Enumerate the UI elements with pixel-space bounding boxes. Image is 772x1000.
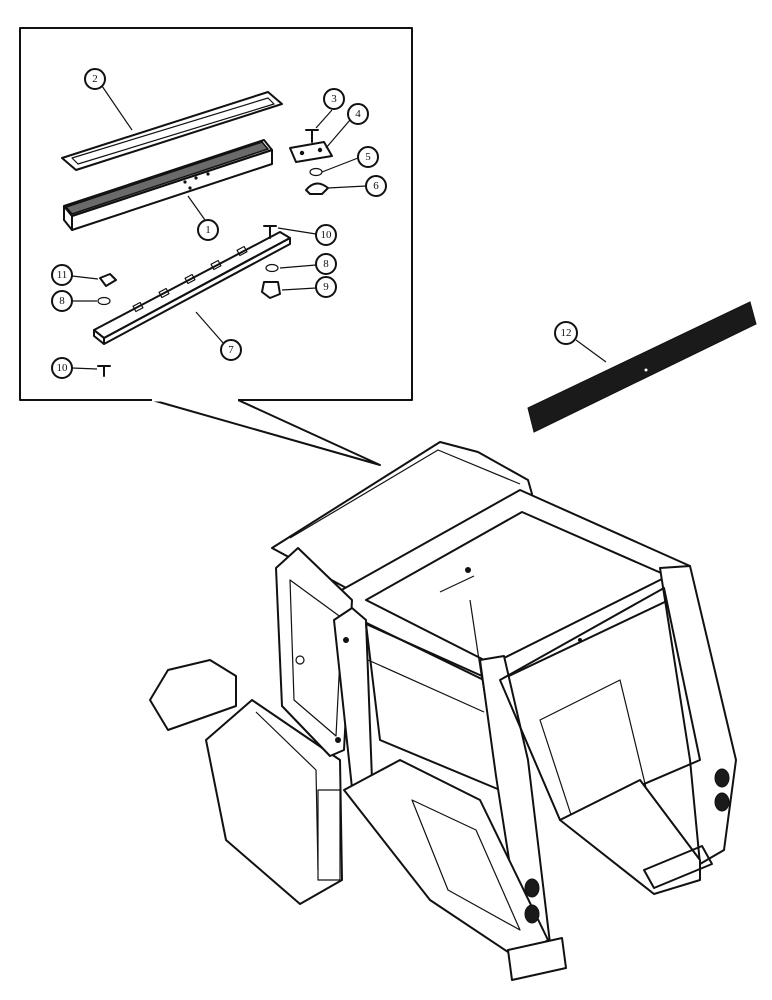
- callout-5: 5: [365, 151, 371, 163]
- rail-top: [93, 231, 291, 339]
- left-door-frame: [275, 547, 353, 757]
- callouts: 2 1 3 4 5 6 10 8 9 11 8 7: [51, 68, 387, 379]
- inset-frame: [19, 27, 413, 466]
- mounting-rail-part: [93, 231, 291, 345]
- callout-10-upper-circle: [315, 224, 337, 246]
- callout-12-circle: [554, 321, 578, 345]
- seal-strip: [527, 301, 757, 433]
- rear-right-lower-lamp: [714, 792, 730, 812]
- front-right-lower-lamp: [524, 904, 540, 924]
- front-lower-body: [343, 759, 549, 961]
- callout-1: 1: [205, 224, 211, 236]
- callout-8-right-circle: [315, 253, 337, 275]
- washer-5: [309, 167, 323, 177]
- callout-8-left-circle: [51, 290, 73, 312]
- clip-9: [261, 281, 281, 299]
- callout-9-circle: [315, 276, 337, 298]
- callout-12: 12: [561, 327, 572, 339]
- callout-8-right: 8: [323, 258, 329, 270]
- washer-8-right: [265, 263, 279, 273]
- callout-2-circle: [84, 68, 106, 90]
- callout-8-left: 8: [59, 295, 65, 307]
- callout-6-circle: [365, 175, 387, 197]
- filter-pleats: [64, 141, 270, 215]
- callout-7: 7: [228, 344, 234, 356]
- cab-assembly: [149, 441, 737, 981]
- callout-10-lower-circle: [51, 357, 73, 379]
- filter-front-face: [71, 149, 273, 231]
- nut-11: [99, 273, 117, 287]
- gasket-outline: [61, 91, 283, 171]
- screw-10-upper: [263, 225, 277, 239]
- callout-4-circle: [347, 103, 369, 125]
- left-side-panel: [205, 699, 343, 905]
- callout-11-circle: [51, 264, 73, 286]
- front-left-pillar: [333, 607, 373, 789]
- callout-11: 11: [57, 269, 68, 281]
- callout-9: 9: [323, 281, 329, 293]
- callout-4: 4: [355, 108, 361, 120]
- detail-inset: [19, 27, 413, 466]
- rear-window: [499, 587, 701, 821]
- callout-1-circle: [197, 219, 219, 241]
- callout-5-circle: [357, 146, 379, 168]
- screw-10-lower: [97, 365, 111, 377]
- callout-10-upper: 10: [321, 229, 333, 241]
- callout-7-circle: [220, 339, 242, 361]
- callout-6: 6: [373, 180, 379, 192]
- filter-element-part: [63, 139, 273, 231]
- rear-right-upper-lamp: [714, 768, 730, 788]
- right-rear-pillar: [659, 565, 737, 865]
- pillar-base: [507, 937, 567, 981]
- callout-10-lower: 10: [57, 362, 69, 374]
- bracket-hardware: [289, 129, 333, 195]
- side-step: [317, 789, 341, 881]
- rear-step: [643, 845, 713, 889]
- washer-8-left: [97, 296, 111, 306]
- gasket-part: [61, 91, 283, 171]
- callout-2: 2: [92, 73, 98, 85]
- screw-3: [305, 129, 319, 143]
- seal-strip-part: 12: [527, 301, 757, 433]
- callout-3: 3: [331, 93, 337, 105]
- callout-3-circle: [323, 88, 345, 110]
- plate-bracket: [289, 141, 333, 163]
- front-right-upper-lamp: [524, 878, 540, 898]
- left-fender: [149, 659, 237, 731]
- wing-nut-6: [305, 182, 329, 195]
